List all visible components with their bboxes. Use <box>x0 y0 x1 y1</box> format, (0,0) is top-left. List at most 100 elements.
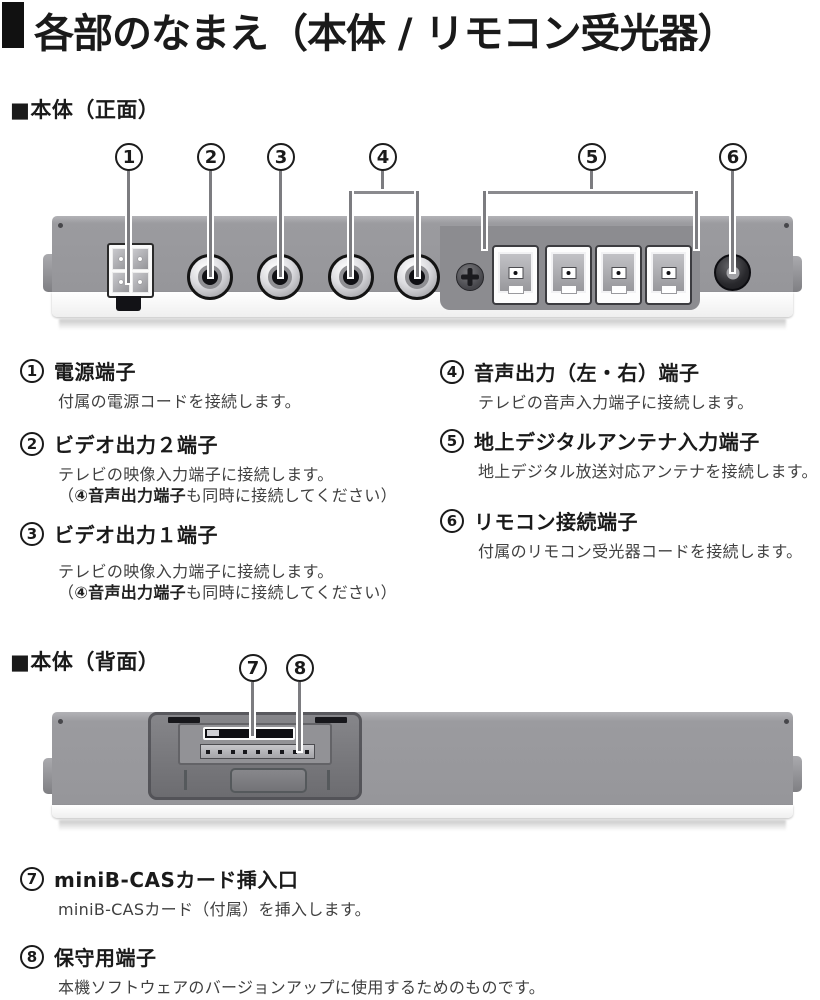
antenna-notch <box>661 286 677 294</box>
power-connector <box>107 243 154 298</box>
callout-4-bracket <box>350 191 419 194</box>
back-bar-white <box>52 805 793 818</box>
item-6-number: 6 <box>440 508 464 533</box>
section-header-back: ■本体（背面） <box>10 650 160 674</box>
minib-cas-card-slot <box>203 727 295 740</box>
callout-8-leader-line <box>298 682 301 751</box>
panel-screw <box>456 263 484 291</box>
power-pin-cell <box>131 248 149 270</box>
terminal-pin <box>267 749 272 754</box>
item-1-title: 電源端子 <box>54 360 136 384</box>
terminal-pin <box>206 749 210 754</box>
maintenance-terminal <box>200 744 315 759</box>
remote-jack-center <box>726 266 739 279</box>
callout-3: 3 <box>267 143 295 171</box>
terminal-pin <box>255 749 260 754</box>
module-tick-left <box>184 770 187 790</box>
terminal-pin <box>230 749 235 754</box>
antenna-input-connector-2 <box>545 245 592 305</box>
antenna-pin <box>561 266 576 279</box>
antenna-pin-dot <box>616 270 621 275</box>
item-2-desc: テレビの映像入力端子に接続します。 <box>58 465 334 484</box>
item-2-number: 2 <box>20 431 44 456</box>
item-7-title: miniB-CASカード挿入口 <box>54 868 299 892</box>
terminal-pin <box>292 749 297 754</box>
module-tick-right <box>327 770 330 790</box>
antenna-pin <box>661 266 676 279</box>
title-bar-marker <box>2 2 24 48</box>
callout-7-leader-line <box>251 682 254 736</box>
callout-1-leader-line <box>127 171 130 283</box>
terminal-pin <box>243 749 248 754</box>
item-7-number: 7 <box>20 866 44 891</box>
callout-8: 8 <box>286 654 314 682</box>
antenna-pin-dot <box>666 270 671 275</box>
item-8-desc: 本機ソフトウェアのバージョンアップに使用するためのものです。 <box>58 978 546 997</box>
module-vent-left <box>168 717 200 723</box>
item-5-desc: 地上デジタル放送対応アンテナを接続します。 <box>478 462 818 481</box>
callout-6: 6 <box>719 143 747 171</box>
front-screw-dot-right <box>784 223 789 228</box>
callout-4-leader-stem <box>381 171 384 193</box>
item-4-desc: テレビの音声入力端子に接続します。 <box>478 393 754 412</box>
antenna-input-connector-3 <box>595 245 642 305</box>
callout-5-bracket <box>484 191 698 194</box>
item-2: 2 ビデオ出力２端子 テレビの映像入力端子に接続します。 （④音声出力端子も同時… <box>20 429 397 506</box>
front-panel-diagram <box>43 216 802 334</box>
callout-2: 2 <box>197 143 225 171</box>
item-3-desc-note: （④音声出力端子も同時に接続してください） <box>58 583 397 603</box>
item-4-number: 4 <box>440 359 464 384</box>
item-6-desc: 付属のリモコン受光器コードを接続します。 <box>478 542 803 561</box>
terminal-pin <box>218 749 223 754</box>
item-2-desc-note: （④音声出力端子も同時に接続してください） <box>58 486 397 506</box>
page-title: 各部のなまえ（本体 / リモコン受光器） <box>34 11 737 57</box>
callout-5-leader-stem <box>590 171 593 193</box>
back-bar-shadow <box>59 820 786 831</box>
antenna-connector-inner <box>601 252 636 294</box>
antenna-notch <box>611 286 627 294</box>
item-1-desc: 付属の電源コードを接続します。 <box>58 392 301 411</box>
audio-out-left-jack <box>328 254 374 300</box>
antenna-notch <box>561 286 577 294</box>
antenna-connector-inner <box>551 252 586 294</box>
note-rest: も同時に接続してください） <box>185 583 397 602</box>
callout-5-leader-left <box>483 191 486 249</box>
item-7: 7 miniB-CASカード挿入口 miniB-CASカード（付属）を挿入します… <box>20 864 371 920</box>
note-bold: ④音声出力端子 <box>74 486 186 505</box>
card-slot-highlight <box>207 730 219 736</box>
item-7-desc: miniB-CASカード（付属）を挿入します。 <box>58 900 371 919</box>
front-screw-dot-left <box>58 223 63 228</box>
antenna-connector-inner <box>651 252 686 294</box>
module-vent-right <box>315 717 347 723</box>
power-connector-tab <box>116 296 141 311</box>
card-reader-module <box>148 712 362 800</box>
item-3-title: ビデオ出力１端子 <box>54 523 218 547</box>
antenna-input-connector-4 <box>645 245 692 305</box>
item-4-title: 音声出力（左・右）端子 <box>474 361 700 385</box>
note-open: （ <box>58 486 75 505</box>
front-left-protrusion <box>43 254 53 292</box>
antenna-pin-dot <box>513 270 518 275</box>
antenna-pin-dot <box>566 270 571 275</box>
note-rest: も同時に接続してください） <box>185 486 397 505</box>
callout-2-leader-line <box>209 171 212 277</box>
note-open: （ <box>58 583 75 602</box>
power-pin-cell <box>131 271 149 293</box>
note-bold: ④音声出力端子 <box>74 583 186 602</box>
callout-4-leader-left <box>349 191 352 277</box>
item-3-number: 3 <box>20 521 44 546</box>
item-5-number: 5 <box>440 428 464 453</box>
terminal-pin <box>280 749 285 754</box>
callout-4-leader-right <box>416 191 419 277</box>
back-left-protrusion <box>43 758 53 794</box>
item-3: 3 ビデオ出力１端子 テレビの映像入力端子に接続します。 （④音声出力端子も同時… <box>20 519 397 603</box>
back-right-protrusion <box>792 756 802 792</box>
back-screw-dot-left <box>58 719 63 724</box>
video-out-1-jack <box>257 254 303 300</box>
item-8-title: 保守用端子 <box>54 946 157 970</box>
item-5: 5 地上デジタルアンテナ入力端子 地上デジタル放送対応アンテナを接続します。 <box>440 426 818 482</box>
terminal-pin <box>305 749 309 754</box>
callout-3-leader-line <box>279 171 282 277</box>
section-header-front: ■本体（正面） <box>10 98 160 122</box>
